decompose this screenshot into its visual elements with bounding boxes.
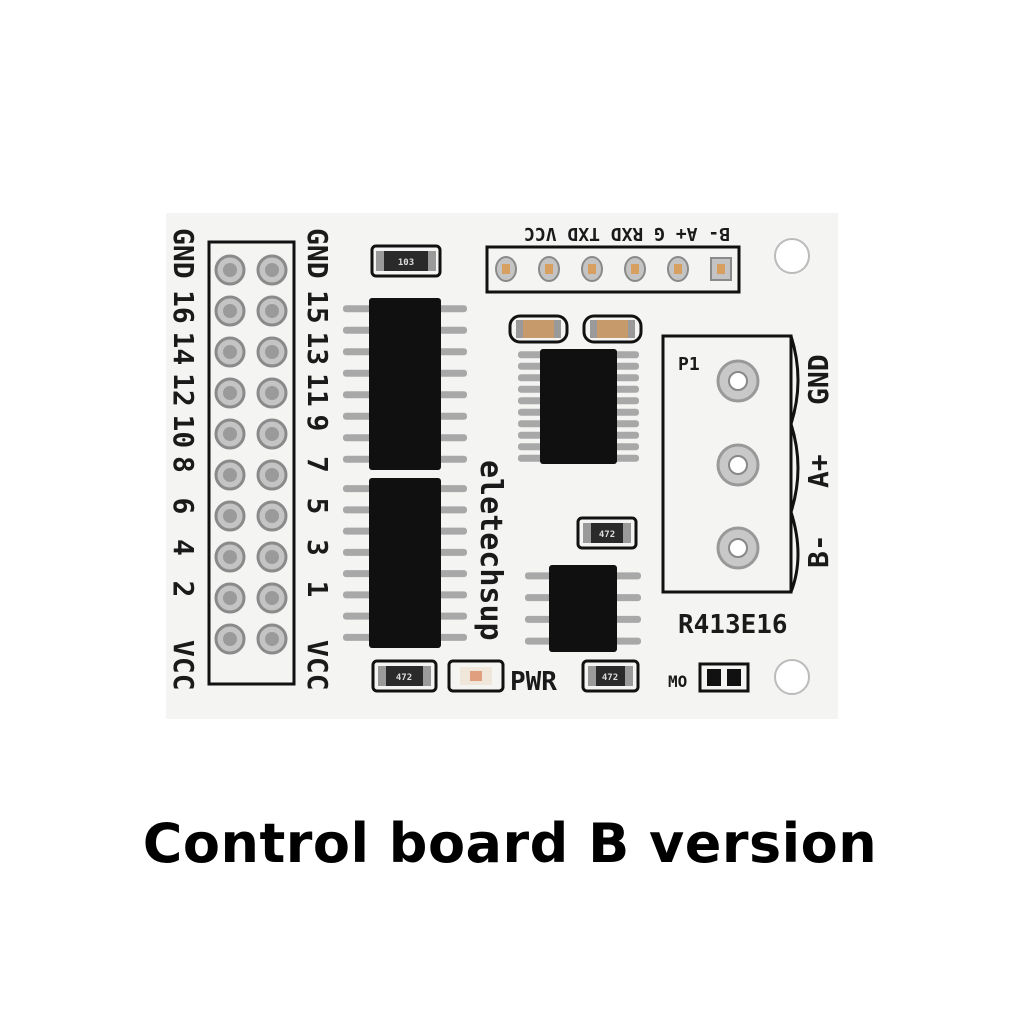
pin-label: 4 xyxy=(167,539,200,556)
top-pin-header xyxy=(495,256,732,282)
terminal-block-outline xyxy=(661,334,793,594)
resistor-472: 472 xyxy=(576,516,638,550)
terminal-block-edge xyxy=(789,335,800,593)
pin-label: 8 xyxy=(167,456,200,473)
pin-label: 14 xyxy=(167,332,200,366)
terminal-label: GND xyxy=(802,354,835,405)
pin-label: 16 xyxy=(167,290,200,324)
pin-label: 1 xyxy=(301,581,334,598)
ic-chip-tssop20 xyxy=(518,349,639,464)
capacitor xyxy=(508,314,569,344)
resistor-472: 472 xyxy=(371,659,438,693)
top-pin-labels: B- A+ G RXD TXD VCC xyxy=(524,223,730,244)
ic-chip-soic16 xyxy=(343,298,467,470)
pin-label: 13 xyxy=(301,332,334,366)
terminal-ref: P1 xyxy=(678,354,700,375)
pin-label: 2 xyxy=(167,581,200,598)
product-caption: Control board B version xyxy=(142,812,878,875)
resistor-472: 472 xyxy=(581,659,640,693)
terminal-label: B- xyxy=(802,534,835,568)
mode-jumper xyxy=(698,662,750,693)
terminal-label: A+ xyxy=(802,454,835,488)
pin-label: 7 xyxy=(301,456,334,473)
terminal-labels: GND A+ B- xyxy=(802,354,835,568)
pin-label: 15 xyxy=(301,290,334,324)
pin-label: GND xyxy=(301,228,334,279)
mode-label: MO xyxy=(668,672,687,691)
terminal-holes xyxy=(716,359,760,570)
pin-label: 6 xyxy=(167,498,200,515)
capacitor xyxy=(582,314,643,344)
pin-label: 9 xyxy=(301,415,334,432)
pin-label: 10 xyxy=(167,415,200,449)
pwr-label: PWR xyxy=(510,667,557,697)
pin-label: 5 xyxy=(301,498,334,515)
ic-chip-soic8 xyxy=(525,565,641,652)
ic-chip-soic16 xyxy=(343,478,467,648)
pin-label: GND xyxy=(167,228,200,279)
resistor-103: 103 xyxy=(370,244,442,278)
pin-label: 3 xyxy=(301,539,334,556)
mounting-hole xyxy=(774,238,810,274)
resistor-code: 103 xyxy=(398,258,414,268)
top-header-outline xyxy=(485,245,741,294)
pin-label: 12 xyxy=(167,373,200,407)
pin-label: 11 xyxy=(301,373,334,407)
resistor-code: 472 xyxy=(599,530,615,540)
pin-header-outline xyxy=(207,240,296,686)
model-label: R413E16 xyxy=(678,610,788,640)
top-pin-label-row: B- A+ G RXD TXD VCC xyxy=(524,223,730,244)
pin-header-2x10 xyxy=(214,254,288,655)
mounting-hole xyxy=(774,659,810,695)
pin-label: VCC xyxy=(167,640,200,691)
pin-label: VCC xyxy=(301,640,334,691)
resistor-code: 472 xyxy=(396,673,412,683)
resistor-code: 472 xyxy=(602,673,618,683)
power-led xyxy=(447,659,505,693)
brand-label: eletechsup xyxy=(473,460,508,641)
